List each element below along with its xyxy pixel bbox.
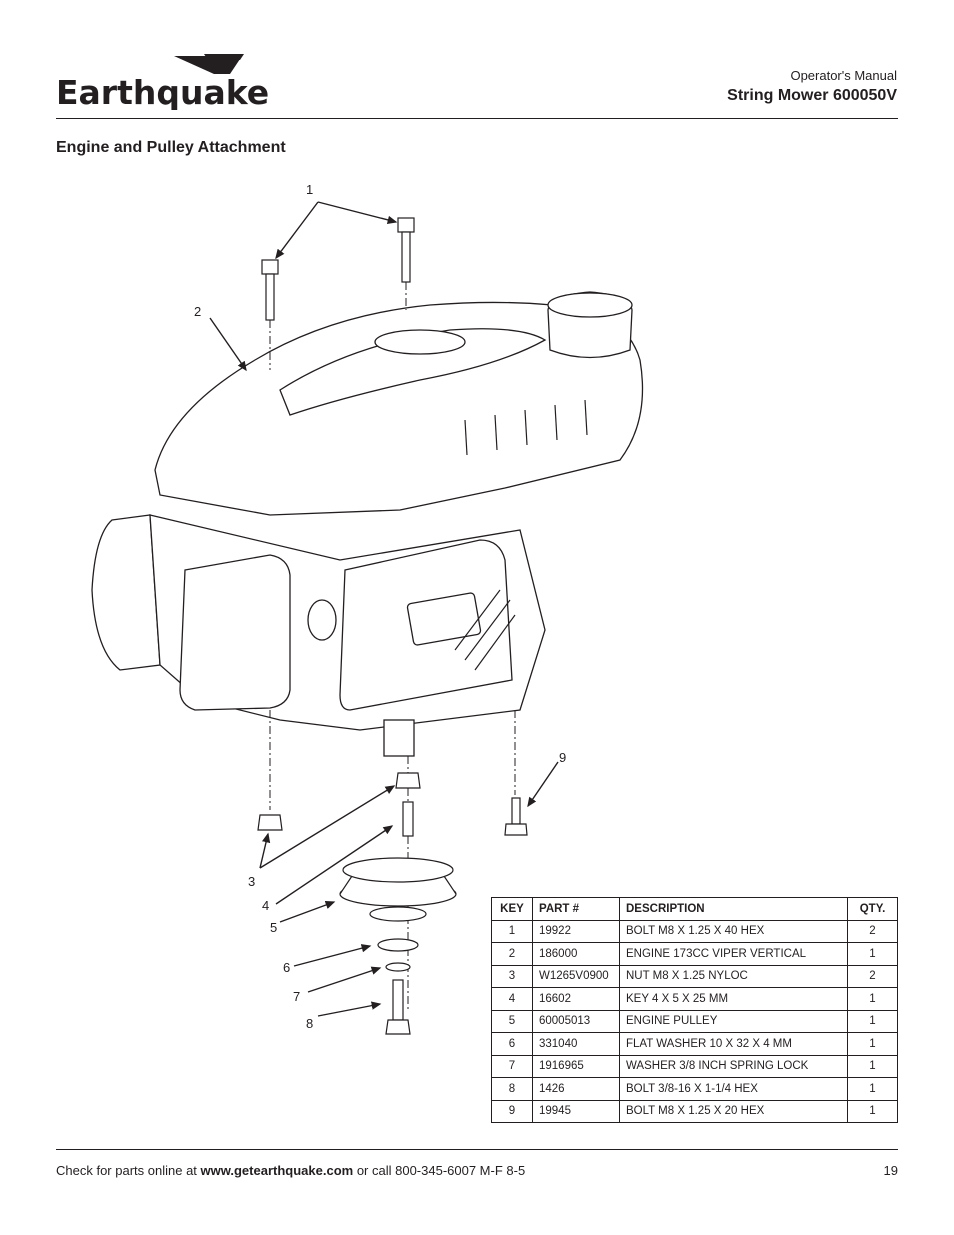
lock-washer — [385, 962, 411, 972]
recoil-housing — [91, 514, 161, 671]
cell-description: BOLT M8 X 1.25 X 40 HEX — [619, 919, 848, 943]
callout-1: 1 — [306, 182, 313, 197]
earthquake-logo: Earthquake — [56, 54, 269, 110]
nut-center — [395, 772, 421, 789]
cell-qty: 2 — [847, 919, 898, 943]
bolt-1-head-right — [397, 217, 415, 233]
cell-key: 8 — [491, 1077, 533, 1101]
cell-key: 3 — [491, 964, 533, 988]
header-qty: QTY. — [847, 897, 898, 921]
callout-2: 2 — [194, 304, 201, 319]
logo-wordmark: Earthquake — [56, 73, 269, 110]
table-row: 7 1916965 WASHER 3/8 INCH SPRING LOCK 1 — [491, 1054, 898, 1078]
callout-6: 6 — [283, 960, 290, 975]
cell-key: 5 — [491, 1009, 533, 1033]
cell-part: 186000 — [532, 942, 620, 966]
cell-description: WASHER 3/8 INCH SPRING LOCK — [619, 1054, 848, 1078]
table-row: 1 19922 BOLT M8 X 1.25 X 40 HEX 2 — [491, 919, 898, 943]
table-row: 4 16602 KEY 4 X 5 X 25 MM 1 — [491, 987, 898, 1011]
cell-qty: 1 — [847, 1099, 898, 1123]
mount-plate — [179, 554, 291, 711]
cell-part: 19945 — [532, 1099, 620, 1123]
side-label — [406, 592, 482, 646]
cell-part: 19922 — [532, 919, 620, 943]
cell-part: 16602 — [532, 987, 620, 1011]
cell-key: 2 — [491, 942, 533, 966]
table-row: 9 19945 BOLT M8 X 1.25 X 20 HEX 1 — [491, 1099, 898, 1123]
crankshaft — [383, 719, 415, 757]
callout-9: 9 — [559, 750, 566, 765]
table-row: 6 331040 FLAT WASHER 10 X 32 X 4 MM 1 — [491, 1032, 898, 1056]
cell-key: 9 — [491, 1099, 533, 1123]
cell-description: ENGINE 173CC VIPER VERTICAL — [619, 942, 848, 966]
header-key: KEY — [491, 897, 533, 921]
callout-labels: 1 2 3 4 5 6 7 8 9 — [194, 182, 566, 1031]
callout-5: 5 — [270, 920, 277, 935]
callout-4: 4 — [262, 898, 269, 913]
engine-shroud — [154, 301, 644, 516]
cell-qty: 2 — [847, 964, 898, 988]
cell-part: 60005013 — [532, 1009, 620, 1033]
cell-key: 4 — [491, 987, 533, 1011]
bolt-9 — [504, 823, 528, 836]
footer-divider — [56, 1149, 898, 1150]
table-row: 8 1426 BOLT 3/8-16 X 1-1/4 HEX 1 — [491, 1077, 898, 1101]
engine-diagram: 1 2 3 4 5 6 7 8 9 — [91, 182, 644, 1035]
cell-description: BOLT M8 X 1.25 X 20 HEX — [619, 1099, 848, 1123]
cell-part: 1916965 — [532, 1054, 620, 1078]
cell-description: BOLT 3/8-16 X 1-1/4 HEX — [619, 1077, 848, 1101]
cell-part: 331040 — [532, 1032, 620, 1056]
cell-key: 6 — [491, 1032, 533, 1056]
manual-label: Operator's Manual — [790, 68, 897, 83]
table-header-row: KEY PART # DESCRIPTION QTY. — [491, 897, 898, 921]
page-number: 19 — [883, 1163, 898, 1178]
callout-7: 7 — [293, 989, 300, 1004]
table-row: 5 60005013 ENGINE PULLEY 1 — [491, 1009, 898, 1033]
header-divider — [56, 118, 898, 119]
cell-key: 1 — [491, 919, 533, 943]
cell-key: 7 — [491, 1054, 533, 1078]
flat-washer — [377, 938, 419, 952]
parts-table: KEY PART # DESCRIPTION QTY. 1 19922 BOLT… — [491, 897, 898, 1123]
cell-description: NUT M8 X 1.25 NYLOC — [619, 964, 848, 988]
cell-part: W1265V0900 — [532, 964, 620, 988]
key — [402, 801, 414, 837]
bolt-8 — [385, 1019, 411, 1035]
cell-description: FLAT WASHER 10 X 32 X 4 MM — [619, 1032, 848, 1056]
cell-qty: 1 — [847, 1054, 898, 1078]
cell-description: ENGINE PULLEY — [619, 1009, 848, 1033]
cell-qty: 1 — [847, 1032, 898, 1056]
pulley-top — [342, 857, 454, 883]
footer-suffix: or call 800-345-6007 M-F 8-5 — [353, 1163, 526, 1178]
cell-qty: 1 — [847, 942, 898, 966]
product-title: String Mower 600050V — [727, 87, 897, 104]
cell-qty: 1 — [847, 987, 898, 1011]
bolt-1-head-left — [261, 259, 279, 275]
table-row: 2 186000 ENGINE 173CC VIPER VERTICAL 1 — [491, 942, 898, 966]
cell-part: 1426 — [532, 1077, 620, 1101]
callout-3: 3 — [248, 874, 255, 889]
shroud-opening — [374, 329, 466, 355]
header-part: PART # — [532, 897, 620, 921]
header-description: DESCRIPTION — [619, 897, 848, 921]
cell-qty: 1 — [847, 1009, 898, 1033]
footer-text: Check for parts online at www.getearthqu… — [56, 1163, 525, 1178]
cell-qty: 1 — [847, 1077, 898, 1101]
table-row: 3 W1265V0900 NUT M8 X 1.25 NYLOC 2 — [491, 964, 898, 988]
header-info: Operator's Manual String Mower 600050V — [727, 68, 897, 106]
callout-8: 8 — [306, 1016, 313, 1031]
section-title: Engine and Pulley Attachment — [56, 139, 286, 156]
footer-prefix: Check for parts online at — [56, 1163, 201, 1178]
footer-url[interactable]: www.getearthquake.com — [200, 1163, 354, 1178]
cell-description: KEY 4 X 5 X 25 MM — [619, 987, 848, 1011]
nut-left — [257, 814, 283, 831]
